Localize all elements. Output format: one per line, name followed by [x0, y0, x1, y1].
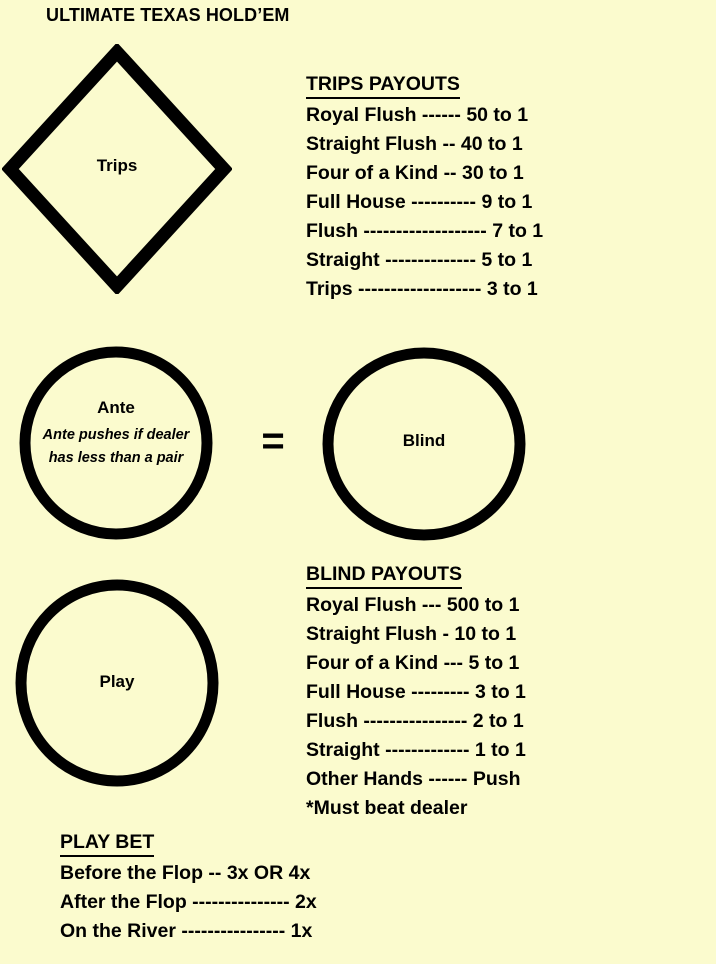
- payout-row: Flush ------------------- 7 to 1: [306, 220, 544, 242]
- page-title: ULTIMATE TEXAS HOLD’EM: [46, 5, 290, 25]
- payout-row: Full House --------- 3 to 1: [306, 681, 526, 703]
- ante-push-note: Ante pushes if dealer has less than a pa…: [42, 427, 190, 466]
- payout-row: After the Flop --------------- 2x: [60, 891, 317, 913]
- play-betting-spot[interactable]: Play: [14, 578, 220, 788]
- payout-row: Trips ------------------- 3 to 1: [306, 278, 538, 300]
- trips-betting-spot[interactable]: Trips: [2, 44, 232, 294]
- play-bet-heading: PLAY BET: [60, 830, 155, 857]
- trips-payouts-heading: TRIPS PAYOUTS: [306, 72, 460, 99]
- play-bet-table: PLAY BET Before the Flop -- 3x OR 4x Aft…: [60, 830, 317, 946]
- blind-betting-spot[interactable]: Blind: [321, 346, 527, 542]
- payout-row: Straight Flush - 10 to 1: [306, 623, 517, 645]
- trips-payouts-table: TRIPS PAYOUTS Royal Flush ------ 50 to 1…: [306, 72, 543, 304]
- diamond-shape-icon: [2, 44, 232, 294]
- payout-row: Four of a Kind --- 5 to 1: [306, 652, 520, 674]
- circle-shape-icon: [19, 346, 213, 540]
- payout-row: Full House ---------- 9 to 1: [306, 191, 533, 213]
- payout-row: Four of a Kind -- 30 to 1: [306, 162, 524, 184]
- circle-shape-icon: [322, 347, 526, 541]
- payout-row: Royal Flush --- 500 to 1: [306, 594, 520, 616]
- payout-row: On the River ---------------- 1x: [60, 920, 313, 942]
- payout-row: Before the Flop -- 3x OR 4x: [60, 862, 311, 884]
- payout-row: Straight Flush -- 40 to 1: [306, 133, 523, 155]
- payout-row: Flush ---------------- 2 to 1: [306, 710, 524, 732]
- payout-row: Straight ------------- 1 to 1: [306, 739, 526, 761]
- ante-betting-spot[interactable]: Ante Ante pushes if dealer has less than…: [18, 345, 214, 541]
- payout-row: Royal Flush ------ 50 to 1: [306, 104, 529, 126]
- equals-sign: =: [261, 419, 285, 463]
- blind-payouts-heading: BLIND PAYOUTS: [306, 562, 463, 589]
- circle-shape-icon: [15, 579, 219, 787]
- blind-payouts-table: BLIND PAYOUTS Royal Flush --- 500 to 1 S…: [306, 562, 526, 823]
- blind-payouts-footnote: *Must beat dealer: [306, 797, 468, 819]
- payout-row: Other Hands ------ Push: [306, 768, 521, 790]
- payout-row: Straight -------------- 5 to 1: [306, 249, 533, 271]
